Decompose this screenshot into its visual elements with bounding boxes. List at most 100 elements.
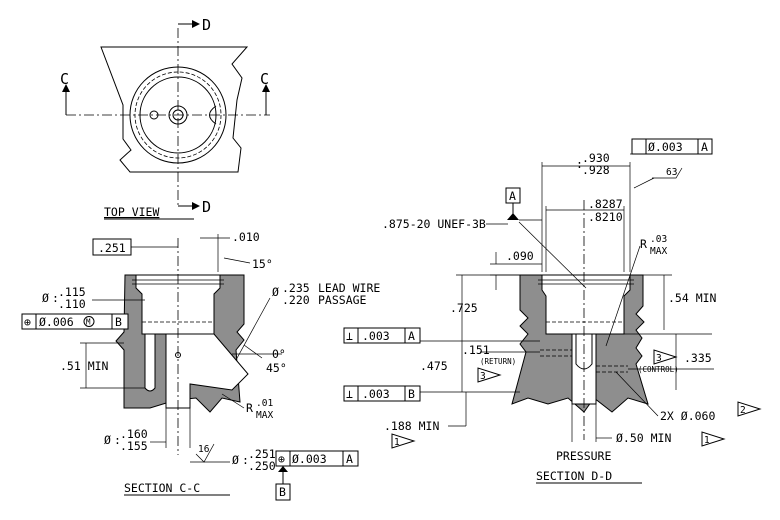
fcf-cc2-tolerance: Ø.003 xyxy=(292,452,327,466)
radius-cc-max: MAX xyxy=(256,410,273,421)
perp2-symbol: ⊥ xyxy=(346,387,353,401)
label-c-left: C xyxy=(60,70,69,88)
top-view-notch xyxy=(209,105,217,125)
top-view-part-outline xyxy=(100,46,249,173)
fcf-cc-tolerance: Ø.006 xyxy=(39,315,74,329)
dia-115-lower: .110 xyxy=(58,297,86,311)
top-view-caption: TOP VIEW xyxy=(104,205,159,219)
label-c-right: C xyxy=(260,70,269,88)
hole-note-text: 2X Ø.060 xyxy=(660,409,715,423)
dim-251-text: .251 xyxy=(98,241,126,255)
angle-15-text: 15° xyxy=(252,257,273,271)
flag-2-text: 2 xyxy=(740,405,746,416)
dia-930-lower: .928 xyxy=(582,163,610,177)
dia-160-lower: .155 xyxy=(120,439,148,453)
dia-115-upper: .115 xyxy=(58,285,86,299)
fcf-dd-frame xyxy=(631,138,713,155)
dia-930-upper: .930 xyxy=(582,151,610,165)
dim-335-text: .335 xyxy=(684,351,712,365)
fcf-cc-mmc-circle xyxy=(83,316,95,327)
section-cc-passage xyxy=(165,333,249,409)
radius-cc-r: R xyxy=(246,401,253,415)
dia-251-colon: : xyxy=(242,453,249,467)
angle-leader xyxy=(243,344,263,359)
dim-725-text: .725 xyxy=(450,301,478,315)
dia-160-symbol: Ø xyxy=(104,433,111,447)
dia-160-colon: : xyxy=(114,433,121,447)
dim-50-text: Ø.50 MIN xyxy=(616,431,671,445)
dia-115-colon: : xyxy=(52,291,59,305)
flag-1-right-text: 1 xyxy=(704,435,710,446)
perp2-frame xyxy=(343,385,421,402)
radius-dd-r: R xyxy=(640,237,647,251)
finish-63-text: 63 xyxy=(666,167,677,178)
flag-1-left-text: 1 xyxy=(394,437,400,448)
datum-a-triangle xyxy=(507,213,519,220)
finish-63-leader xyxy=(633,177,655,189)
section-arrow-d-bottom xyxy=(192,202,200,210)
control-label: (CONTROL) xyxy=(638,365,679,374)
dim-090-text: .090 xyxy=(506,249,534,263)
fcf-cc2-datum: A xyxy=(346,452,353,466)
fcf-cc-position-symbol: ⊕ xyxy=(24,315,31,329)
label-d-bottom: D xyxy=(202,198,211,216)
dia-930-colon: : xyxy=(576,157,583,171)
dia-251-upper: .251 xyxy=(248,447,276,461)
flag-3-left xyxy=(477,367,502,383)
datum-a-letter: A xyxy=(509,189,516,203)
angle-45-text: 45° xyxy=(266,361,287,375)
flag-2 xyxy=(737,401,762,417)
perp2-tolerance: .003 xyxy=(362,387,390,401)
fcf-dd-datum: A xyxy=(701,140,708,154)
finish-63-symbol xyxy=(652,167,683,179)
dia-8287-upper: .8287 xyxy=(588,197,623,211)
label-d-top: D xyxy=(202,16,211,34)
flag-3-right xyxy=(653,349,678,365)
datum-b-box xyxy=(275,483,291,501)
top-view: C C D D TOP VIEW xyxy=(60,16,270,220)
dia-251-lower: .250 xyxy=(248,459,276,473)
flag-3-right-text: 3 xyxy=(656,353,662,364)
dim-475-text: .475 xyxy=(420,359,448,373)
dia-160-upper: .160 xyxy=(120,427,148,441)
fcf-cc-frame xyxy=(21,313,129,330)
radius-dd-max: MAX xyxy=(650,246,667,257)
dim-010-text: .010 xyxy=(232,230,260,244)
angle-15-leader xyxy=(223,257,251,264)
radius-cc-val: .01 xyxy=(256,398,273,409)
perp2-datum: B xyxy=(408,387,415,401)
fcf-cc2-position-symbol: ⊕ xyxy=(278,452,285,466)
section-arrow-d-top xyxy=(192,20,200,28)
dia-251-symbol: Ø xyxy=(232,453,239,467)
dia-8287-lower: .8210 xyxy=(588,210,623,224)
dia-115-symbol: Ø xyxy=(42,291,49,305)
perp1-datum: A xyxy=(408,329,415,343)
section-cc-lead-hole xyxy=(144,333,156,392)
dim-51-text: .51 MIN xyxy=(60,359,109,373)
datum-b-triangle xyxy=(278,466,288,472)
lead-note-1: LEAD WIRE xyxy=(318,281,380,295)
flag-3-left-text: 3 xyxy=(480,371,486,382)
fcf-cc2-frame xyxy=(275,450,359,467)
thread-note: .875-20 UNEF-3B xyxy=(382,217,486,231)
flag-1-left xyxy=(391,433,416,449)
dim-151-text: .151 xyxy=(462,343,490,357)
radius-cc-leader xyxy=(221,393,245,409)
perp1-frame xyxy=(343,327,421,344)
flag-1-right xyxy=(701,431,726,447)
section-arrow-c-right xyxy=(262,84,270,92)
lead-note-2: PASSAGE xyxy=(318,293,367,307)
perp1-tolerance: .003 xyxy=(362,329,390,343)
section-cc-caption: SECTION C-C xyxy=(124,481,200,495)
section-dd-caption: SECTION D-D xyxy=(536,469,612,483)
lead-dia-leader xyxy=(235,297,271,361)
finish-16-text: 16 xyxy=(198,444,210,455)
fcf-dd-tolerance: Ø.003 xyxy=(648,140,683,154)
datum-b-letter: B xyxy=(279,485,286,499)
perp1-symbol: ⊥ xyxy=(346,329,353,343)
radius-dd-val: .03 xyxy=(650,234,667,245)
section-cc: .251 .010 15° Ø : .115 .110 ⊕ Ø.006 M B … xyxy=(21,230,380,501)
pressure-label: PRESSURE xyxy=(556,449,611,463)
hole-note-leader xyxy=(615,371,659,417)
